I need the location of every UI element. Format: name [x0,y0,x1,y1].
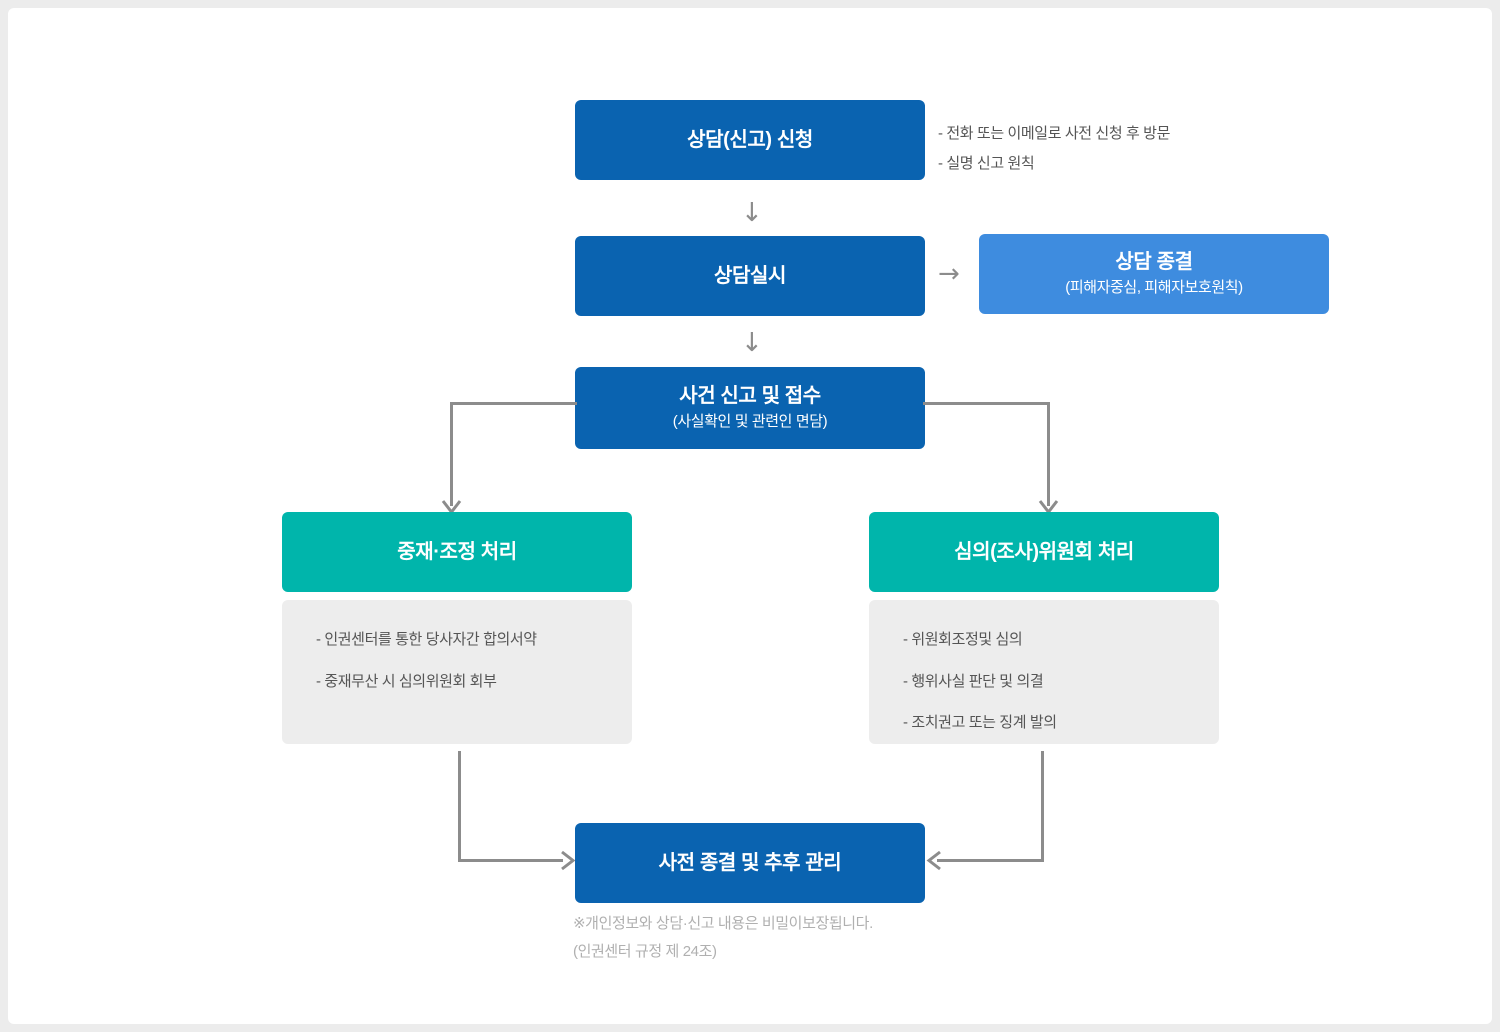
footnote-block: ※개인정보와 상담·신고 내용은 비밀이보장됩니다. (인권센터 규정 제 24… [573,915,1093,971]
node-consult-close[interactable]: 상담 종결 (피해자중심, 피해자보호원칙) [979,234,1329,314]
committee-detail-item: - 위원회조정및 심의 [903,631,1023,648]
node-consult[interactable]: 상담실시 [575,236,925,316]
arrow-down-icon: ↓ [741,328,763,358]
connector-committee-to-final-horizontal [937,859,1044,862]
mediation-detail-item: - 인권센터를 통한 당사자간 합의서약 [316,631,537,648]
node-report-subtitle: (사실확인 및 관련인 면담) [672,413,828,431]
footnote-line: ※개인정보와 상담·신고 내용은 비밀이보장됩니다. [573,915,873,932]
node-committee-title: 심의(조사)위원회 처리 [954,540,1134,563]
page-frame: 상담(신고) 신청 - 전화 또는 이메일로 사전 신청 후 방문 - 실명 신… [8,8,1492,1024]
connector-report-to-committee-vertical [1047,402,1050,506]
node-final[interactable]: 사전 종결 및 추후 관리 [575,823,925,903]
panel-committee-details: - 위원회조정및 심의 - 행위사실 판단 및 의결 - 조치권고 또는 징계 … [869,600,1219,744]
connector-committee-to-final-vertical [1041,751,1044,862]
node-apply-title: 상담(신고) 신청 [687,128,813,151]
connector-report-to-mediation-vertical [450,402,453,506]
committee-detail-item: - 행위사실 판단 및 의결 [903,672,1044,690]
node-mediation-title: 중재·조정 처리 [397,540,517,563]
node-report[interactable]: 사건 신고 및 접수 (사실확인 및 관련인 면담) [575,367,925,449]
node-report-title: 사건 신고 및 접수 [679,385,821,408]
arrowhead-right-final [561,850,576,871]
node-mediation[interactable]: 중재·조정 처리 [282,512,632,592]
footnote-line: (인권센터 규정 제 24조) [573,942,717,960]
apply-note-line: - 실명 신고 원칙 [938,154,1035,172]
mediation-detail-item: - 중재무산 시 심의위원회 회부 [316,672,497,690]
node-consult-close-title: 상담 종결 [1115,251,1193,274]
arrowhead-left-final [926,850,941,871]
arrow-down-icon: ↓ [741,198,763,228]
apply-note-line: - 전화 또는 이메일로 사전 신청 후 방문 [938,125,1170,142]
node-committee[interactable]: 심의(조사)위원회 처리 [869,512,1219,592]
node-apply[interactable]: 상담(신고) 신청 [575,100,925,180]
apply-notes: - 전화 또는 이메일로 사전 신청 후 방문 - 실명 신고 원칙 [938,126,1338,186]
node-consult-title: 상담실시 [714,264,786,287]
arrow-right-icon: → [938,259,960,289]
connector-report-to-committee-horizontal [923,402,1050,405]
node-consult-close-subtitle: (피해자중심, 피해자보호원칙) [1065,279,1243,297]
flowchart-canvas: 상담(신고) 신청 - 전화 또는 이메일로 사전 신청 후 방문 - 실명 신… [8,8,1492,1024]
panel-mediation-details: - 인권센터를 통한 당사자간 합의서약 - 중재무산 시 심의위원회 회부 [282,600,632,744]
connector-mediation-to-final-vertical [458,751,461,862]
node-final-title: 사전 종결 및 추후 관리 [658,851,842,874]
connector-report-to-mediation-horizontal [450,402,577,405]
committee-detail-item: - 조치권고 또는 징계 발의 [903,714,1057,731]
connector-mediation-to-final-horizontal [458,859,563,862]
